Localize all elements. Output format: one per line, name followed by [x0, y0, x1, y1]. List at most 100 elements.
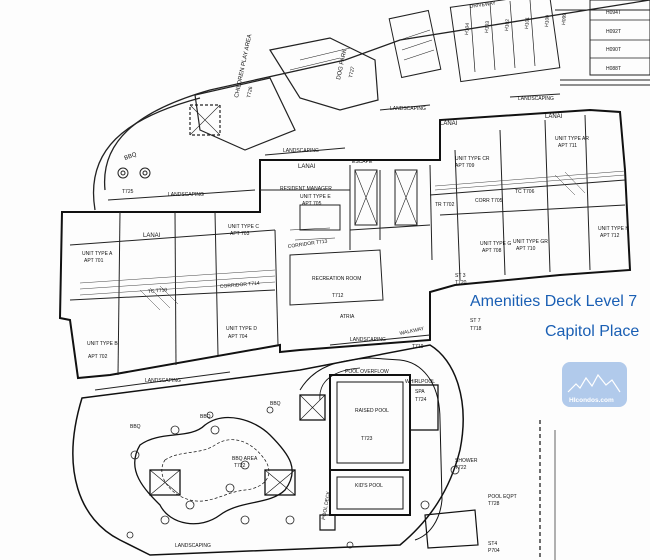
label-t725: T725 — [122, 189, 134, 195]
label-shower: SHOWER — [455, 458, 478, 464]
label-unit-type-g: UNIT TYPE G — [480, 241, 511, 247]
label-lanai-3: LANAI — [440, 121, 458, 127]
label-apt-702: APT 702 — [88, 354, 108, 360]
label-bbq-area: BBQ AREA — [232, 456, 258, 462]
label-bbq-1: BBQ — [130, 424, 141, 430]
pool-deck — [72, 344, 464, 556]
label-bbq-t725: BBQ — [124, 152, 138, 162]
bbq-area — [134, 394, 326, 525]
label-unit-type-e: UNIT TYPE E — [300, 194, 331, 200]
label-t718: T718 — [470, 326, 482, 332]
label-kids-pool: KID'S POOL — [355, 483, 383, 489]
label-h088t: H088T — [606, 66, 621, 72]
raised-pool — [329, 374, 411, 516]
children-play-area — [189, 77, 296, 151]
label-unit-type-a: UNIT TYPE A — [82, 251, 113, 257]
label-recreation-room: RECREATION ROOM — [312, 276, 361, 282]
label-lanai-2: LANAI — [143, 233, 161, 239]
label-raised-pool: RAISED POOL — [355, 408, 389, 414]
label-t727: T727 — [348, 66, 356, 79]
label-unit-type-cr: UNIT TYPE CR — [455, 156, 490, 162]
label-apt-705: APT 705 — [302, 201, 322, 207]
pool-equipment — [319, 509, 479, 549]
label-escape: ESCAPE — [352, 159, 373, 165]
label-h102: H102 — [504, 19, 511, 32]
landscaping-strips — [94, 93, 561, 391]
label-pool-deck: POOL DECK — [321, 490, 332, 520]
label-apt-712: APT 712 — [600, 233, 620, 239]
label-h104: H104 — [464, 23, 471, 36]
label-bbq-3: BBQ — [270, 401, 281, 407]
label-unit-type-b: UNIT TYPE B — [87, 341, 118, 347]
label-lanai-1: LANAI — [298, 164, 316, 170]
label-t724: T724 — [415, 397, 427, 403]
title-line-1: Amenities Deck Level 7 — [470, 293, 637, 310]
label-h101: H101 — [524, 17, 531, 30]
label-apt-704: APT 704 — [228, 334, 248, 340]
corridor-hatching — [79, 170, 626, 311]
watermark-text: HIcondos.com — [569, 397, 614, 404]
label-spa: SPA — [415, 389, 425, 395]
title-line-2: Capitol Place — [545, 323, 639, 340]
label-lanai-4: LANAI — [545, 114, 563, 120]
label-landscaping-6: LANDSCAPING — [350, 337, 386, 343]
label-driveway: DRIVEWAY — [469, 0, 496, 10]
label-whirlpool: WHIRLPOOL — [405, 379, 435, 385]
label-t712: T712 — [332, 293, 344, 299]
label-corr-t705: CORR T705 — [475, 198, 503, 204]
label-landscaping-5: LANDSCAPING — [145, 378, 181, 384]
internal-walls — [69, 114, 626, 376]
trees — [126, 406, 460, 549]
label-walkway: WALKWAY — [399, 326, 425, 337]
label-corridor-t713: CORRIDOR T713 — [287, 238, 328, 250]
label-t726: T726 — [246, 86, 254, 99]
label-st3: ST 3 — [455, 273, 466, 279]
label-atria: ATRIA — [340, 314, 355, 320]
whirlpool — [409, 384, 439, 431]
label-h099: H099 — [561, 13, 568, 26]
dog-park-area — [269, 37, 379, 111]
watermark-logo: HIcondos.com — [562, 362, 627, 407]
label-st4: ST4 — [488, 541, 497, 547]
label-unit-type-gr: UNIT TYPE GR — [513, 239, 548, 245]
label-t722: T722 — [234, 463, 246, 469]
label-h092t: H092T — [606, 29, 621, 35]
elevator-core — [299, 169, 418, 231]
label-landscaping-3: LANDSCAPING — [390, 106, 426, 112]
label-apt-710: APT 710 — [516, 246, 536, 252]
title-block: Amenities Deck Level 7 Capitol Place — [470, 293, 639, 340]
plan-labels: DOG PARK T727 CHILDREN PLAY AREA T726 BB… — [82, 0, 629, 554]
label-landscaping-1: LANDSCAPING — [168, 192, 204, 198]
label-t728: T728 — [488, 501, 500, 507]
label-unit-type-c: UNIT TYPE C — [228, 224, 259, 230]
label-st7: ST 7 — [470, 318, 481, 324]
label-t720: T720 — [455, 280, 467, 286]
bbq-t725 — [117, 167, 151, 179]
label-unit-type-h: UNIT TYPE H — [598, 226, 629, 232]
label-landscaping-7: LANDSCAPING — [175, 543, 211, 549]
label-tr-t702: TR T702 — [435, 202, 455, 208]
label-h094t: H094T — [606, 10, 621, 16]
label-apt-703: APT 703 — [230, 231, 250, 237]
main-building — [58, 108, 632, 380]
label-p704: P704 — [488, 548, 500, 554]
label-pool-overflow: POOL OVERFLOW — [345, 369, 389, 375]
label-h100: H100 — [544, 15, 551, 28]
label-resident-manager: RESIDENT MANAGER — [280, 186, 332, 192]
label-apt-701: APT 701 — [84, 258, 104, 264]
label-unit-type-ar: UNIT TYPE AR — [555, 136, 589, 142]
label-t722b: T722 — [455, 465, 467, 471]
label-bbq-2: BBQ — [200, 414, 211, 420]
label-tc-t706: TC T706 — [515, 189, 535, 195]
label-apt-711: APT 711 — [558, 143, 577, 149]
label-t719: T719 — [412, 344, 424, 350]
label-apt-709: APT 709 — [455, 163, 475, 169]
label-pool-eqpt: POOL EQPT — [488, 494, 517, 500]
label-h103: H103 — [484, 21, 491, 34]
label-landscaping-4: LANDSCAPING — [518, 96, 554, 102]
label-apt-708: APT 708 — [482, 248, 502, 254]
label-unit-type-d: UNIT TYPE D — [226, 326, 257, 332]
label-tc-t710: TC T710 — [148, 287, 168, 295]
